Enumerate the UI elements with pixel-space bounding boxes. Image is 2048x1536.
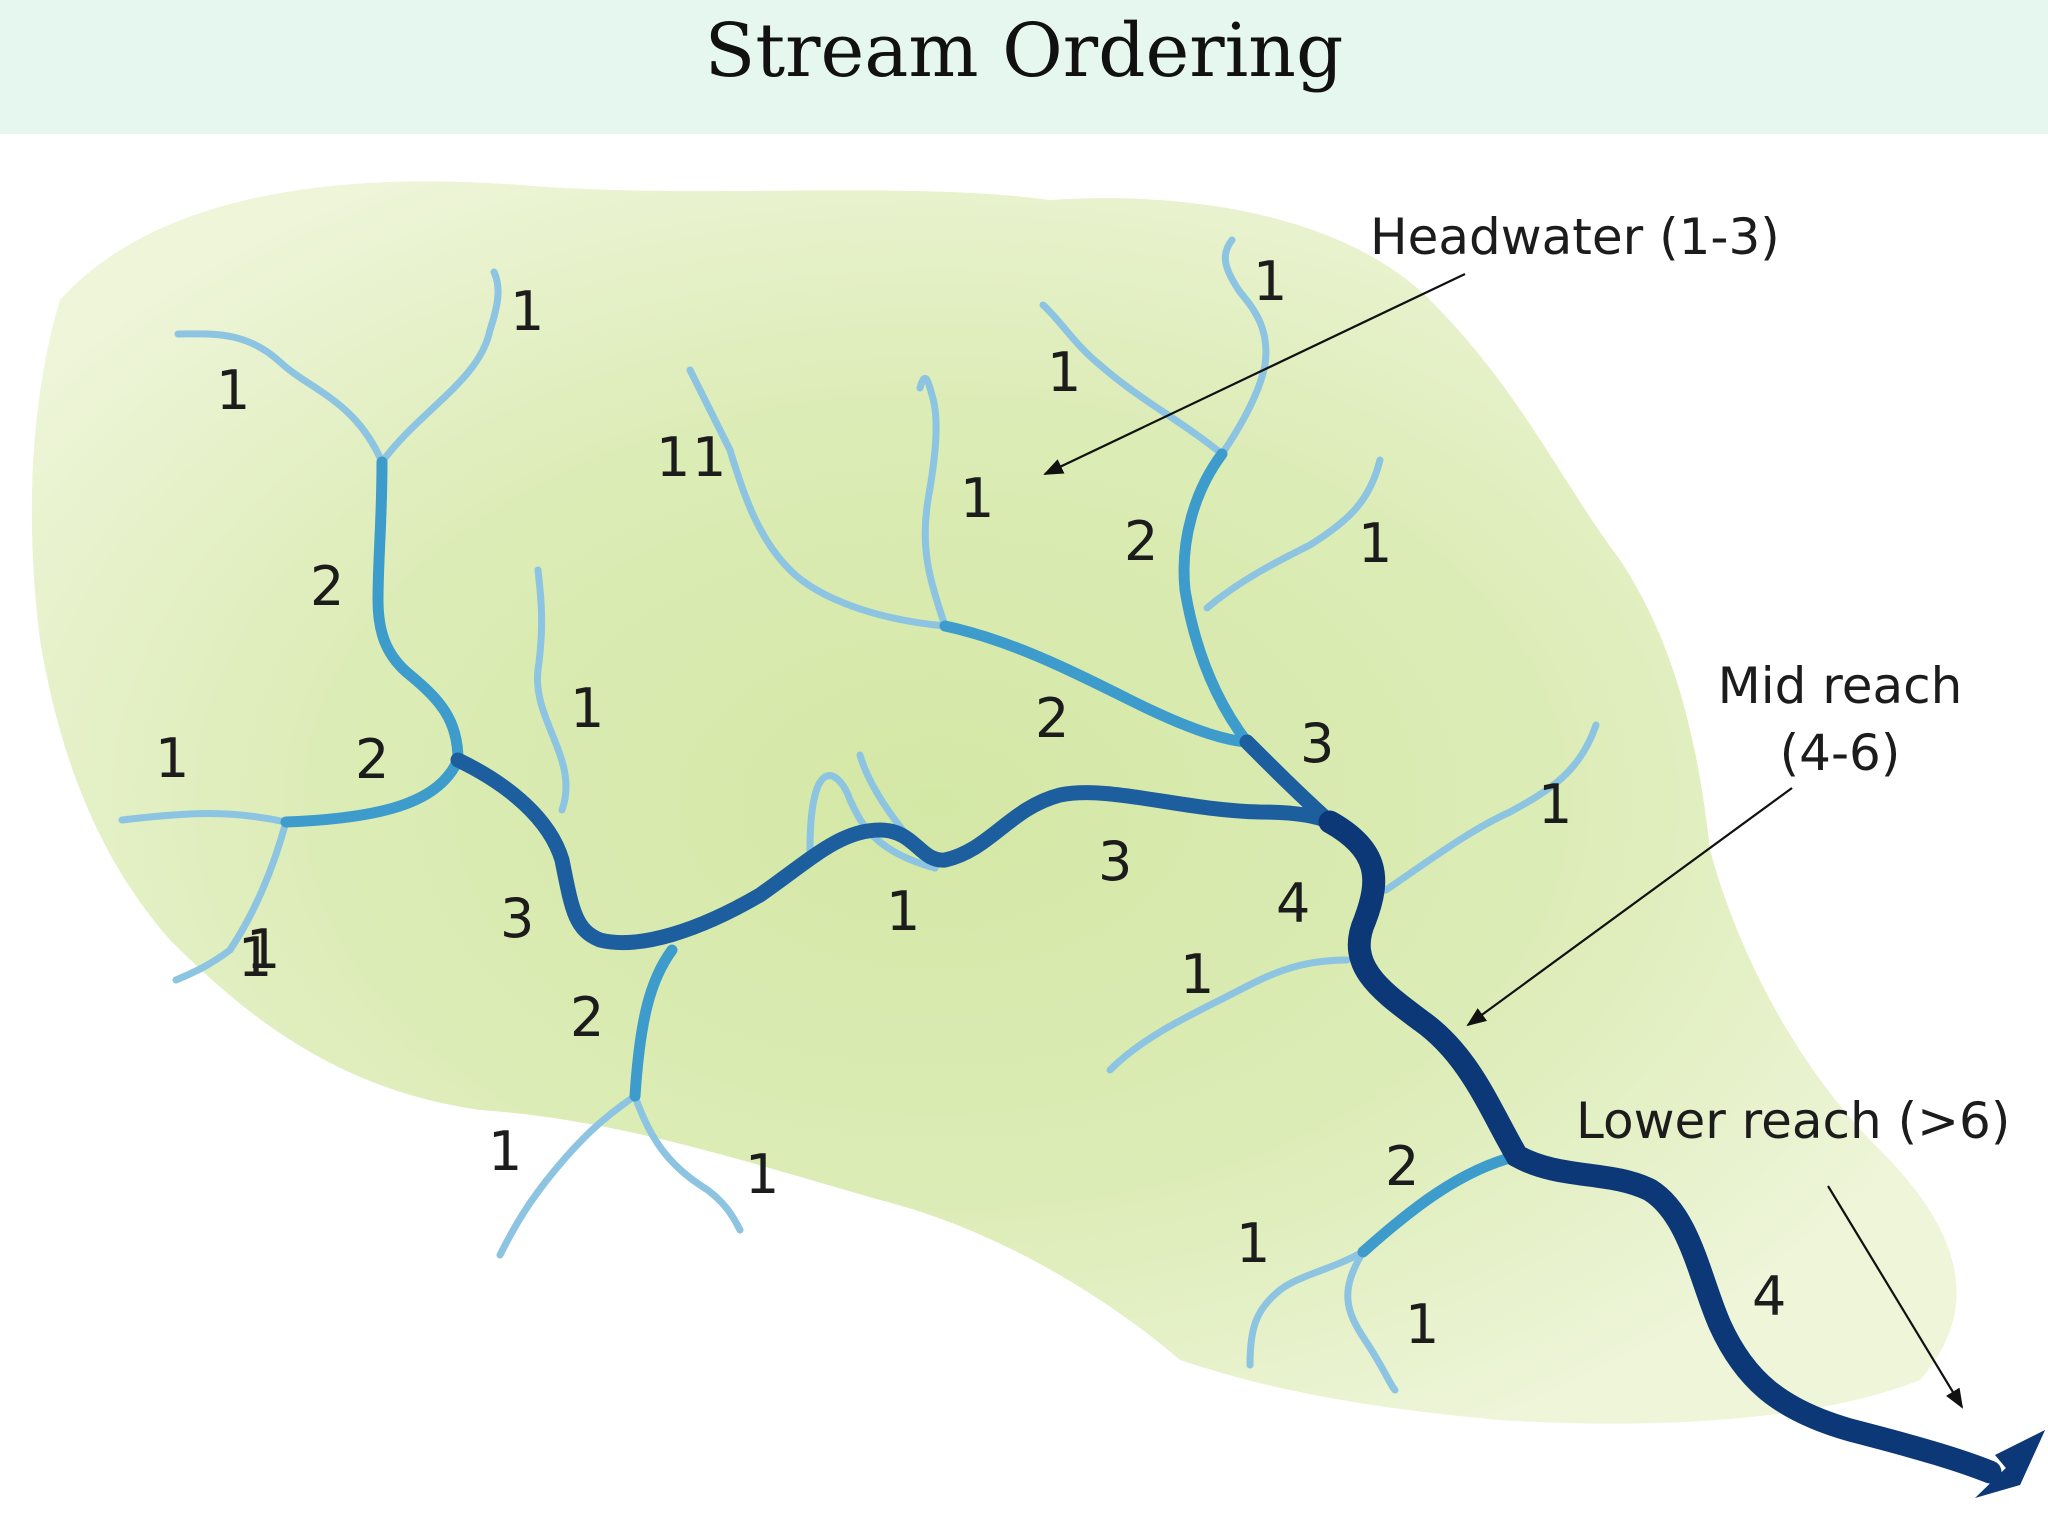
stream-order-label: 1 [745,1143,779,1206]
stream-order-label: 3 [1300,712,1334,775]
mid-reach-label: Mid reach [1718,657,1963,715]
first-order-streams [118,236,1600,1394]
stream-order-label: 1 [1236,1212,1270,1275]
stream-order-label: 3 [500,887,534,950]
page-title: Stream Ordering [704,8,1344,94]
stream-order-label: 4 [1276,872,1310,935]
stream-order-label: 1 [1180,943,1214,1006]
stream-order-label: 1 [1538,773,1572,836]
stream-order-label: 2 [1385,1135,1419,1198]
stream-order-label: 1 [1047,341,1081,404]
stream-order-label: 2 [355,728,389,791]
mid-reach-range-label: (4-6) [1780,724,1901,782]
title-bar: Stream Ordering [0,0,2048,134]
stream-order-label: 1 [246,918,280,981]
stream-order-label: 2 [310,555,344,618]
stream-order-label: 2 [1035,687,1069,750]
headwater-label: Headwater (1-3) [1370,208,1780,266]
watershed-area [31,181,1957,1424]
stream-order-label: 3 [1098,830,1132,893]
stream-order-labels: 1 1 1 1 1 1 1 1 1 1 1 1 1 1 1 1 1 1 1 2 … [155,250,1786,1356]
stream-order-label: 1 [656,426,690,489]
stream-order-label: 2 [1124,510,1158,573]
stream-order-label: 1 [488,1120,522,1183]
stream-order-label: 1 [692,426,726,489]
stream-order-label: 2 [570,986,604,1049]
stream-order-label: 4 [1752,1265,1786,1328]
stream-order-label: 1 [510,280,544,343]
stream-order-label: 1 [960,467,994,530]
stream-order-label: 1 [216,359,250,422]
second-order-streams [280,448,1523,1258]
headwater-pointer [1043,273,1466,475]
stream-order-label: 1 [155,727,189,790]
stream-order-label: 1 [1358,512,1392,575]
mid-reach-pointer [1466,787,1793,1027]
stream-order-label: 1 [1253,250,1287,313]
lower-reach-pointer [1827,1185,1964,1409]
lower-reach-label: Lower reach (>6) [1576,1092,2010,1150]
stream-order-label: 1 [570,677,604,740]
stream-order-label: 1 [886,880,920,943]
fourth-order-stream [1318,810,2002,1484]
stream-order-label: 1 [1405,1293,1439,1356]
third-order-streams [450,734,1338,950]
stream-order-label: 1 [238,926,272,989]
